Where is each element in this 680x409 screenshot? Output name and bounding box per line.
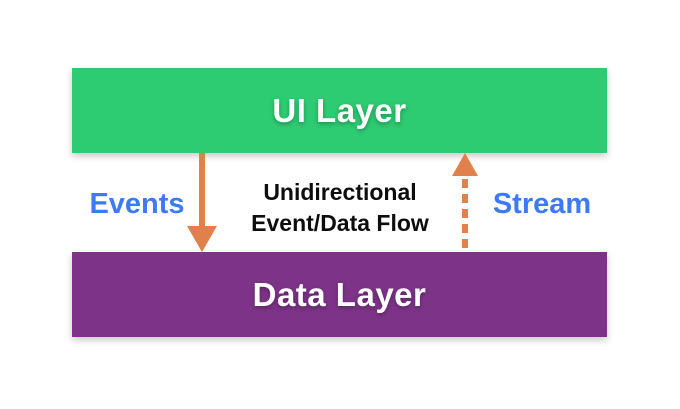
data-layer-box: Data Layer (72, 252, 607, 337)
data-layer-label: Data Layer (252, 275, 427, 313)
flow-caption-line1: Unidirectional (263, 179, 417, 205)
events-label: Events (89, 188, 185, 220)
arrow-head-down-icon (187, 226, 217, 252)
arrow-head-up-icon (452, 153, 478, 176)
flow-caption-line2: Event/Data Flow (251, 210, 429, 236)
ui-layer-box: UI Layer (72, 68, 607, 153)
stream-label: Stream (492, 188, 592, 220)
flow-caption: Unidirectional Event/Data Flow (230, 177, 450, 239)
arrow-dashed-shaft (462, 179, 468, 252)
ui-layer-label: UI Layer (272, 91, 407, 129)
arrow-shaft (199, 153, 205, 229)
